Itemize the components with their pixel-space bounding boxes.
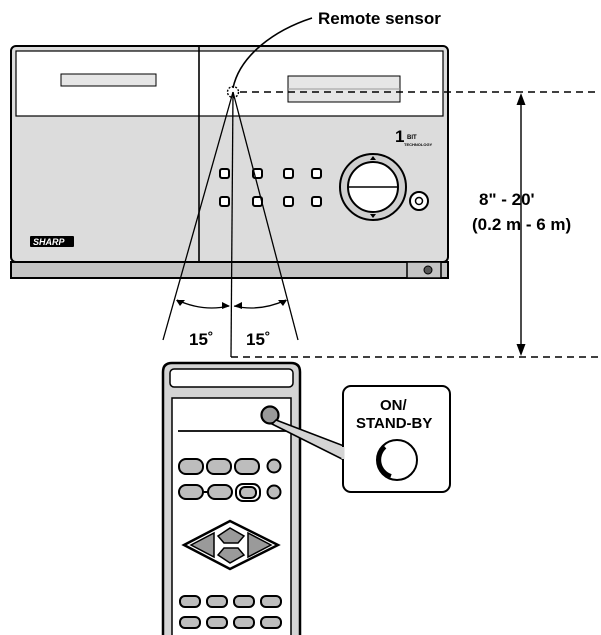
remote-button bbox=[260, 616, 282, 629]
on-standby-button-large bbox=[376, 439, 418, 481]
main-unit: 1 BIT TECHNOLOGY SHARP bbox=[10, 45, 449, 279]
jog-dial-up-arrow bbox=[370, 156, 376, 160]
remote-button-row-3 bbox=[179, 595, 282, 608]
range-arrow-down bbox=[516, 344, 526, 356]
remote-button bbox=[206, 458, 232, 475]
remote-button bbox=[179, 616, 201, 629]
angle-line-center bbox=[230, 91, 234, 358]
remote-button-row-1 bbox=[178, 458, 282, 475]
remote-power-button bbox=[260, 405, 280, 425]
range-indicator: 8" - 20' (0.2 m - 6 m) bbox=[231, 91, 600, 358]
remote-button bbox=[233, 616, 255, 629]
remote-dpad-left bbox=[189, 531, 215, 559]
remote-face bbox=[171, 397, 292, 635]
on-standby-label-line2: STAND-BY bbox=[356, 415, 432, 432]
logo-sub: TECHNOLOGY bbox=[404, 142, 433, 147]
distance-metric-label: (0.2 m - 6 m) bbox=[472, 215, 571, 234]
remote-dpad-frame bbox=[181, 519, 281, 571]
angle-arrow-right-outer bbox=[278, 300, 287, 306]
base-jack-socket bbox=[423, 265, 433, 275]
remote-button bbox=[206, 616, 228, 629]
remote-button bbox=[178, 484, 204, 500]
front-button bbox=[283, 196, 294, 207]
brand-badge bbox=[30, 236, 74, 247]
sensor-callout-curve bbox=[232, 17, 313, 89]
on-standby-label-line1: ON/ bbox=[380, 397, 408, 414]
remote-button bbox=[179, 595, 201, 608]
remote-button-row-2 bbox=[178, 483, 282, 502]
remote-button-inner bbox=[239, 486, 257, 499]
logo-number: 1 bbox=[395, 127, 404, 146]
remote-control bbox=[161, 361, 302, 635]
remote-button bbox=[266, 484, 282, 500]
range-arrow-up bbox=[516, 93, 526, 105]
angle-line-left bbox=[162, 91, 234, 341]
logo-word: BIT bbox=[407, 135, 417, 141]
one-bit-logo: 1 BIT TECHNOLOGY bbox=[395, 127, 433, 147]
on-standby-button-shadow bbox=[377, 445, 392, 478]
remote-button bbox=[233, 595, 255, 608]
front-button bbox=[219, 196, 230, 207]
on-standby-callout-box bbox=[342, 385, 451, 493]
brand-label: SHARP bbox=[33, 237, 66, 247]
angle-arrow-left-inner bbox=[222, 302, 230, 309]
angle-line-right bbox=[232, 91, 299, 341]
jog-dial-down-arrow bbox=[370, 214, 376, 218]
remote-button-row-4 bbox=[179, 616, 282, 629]
front-button bbox=[311, 168, 322, 179]
front-button bbox=[219, 168, 230, 179]
remote-button bbox=[266, 458, 282, 474]
remote-dpad-up bbox=[216, 527, 246, 544]
front-button bbox=[283, 168, 294, 179]
angle-arrow-left-outer bbox=[176, 300, 185, 306]
remote-sensor-label: Remote sensor bbox=[318, 9, 441, 28]
distance-imperial-label: 8" - 20' bbox=[479, 190, 535, 209]
unit-base bbox=[10, 261, 449, 279]
remote-button bbox=[178, 458, 204, 475]
front-button bbox=[311, 196, 322, 207]
angle-arrow-right-inner bbox=[234, 302, 242, 309]
angle-arc-left bbox=[176, 299, 230, 309]
remote-ir-window bbox=[169, 368, 294, 388]
remote-button bbox=[206, 595, 228, 608]
angle-left-label: 15˚ bbox=[189, 330, 214, 349]
volume-knob-center bbox=[414, 196, 424, 206]
remote-dpad bbox=[181, 519, 281, 571]
cassette-window bbox=[60, 73, 157, 87]
jog-dial bbox=[339, 153, 407, 221]
remote-button bbox=[207, 484, 233, 500]
remote-dpad-right bbox=[247, 531, 273, 559]
remote-button bbox=[234, 458, 260, 475]
remote-button bbox=[260, 595, 282, 608]
remote-dpad-down bbox=[216, 547, 246, 564]
angle-right-label: 15˚ bbox=[246, 330, 271, 349]
